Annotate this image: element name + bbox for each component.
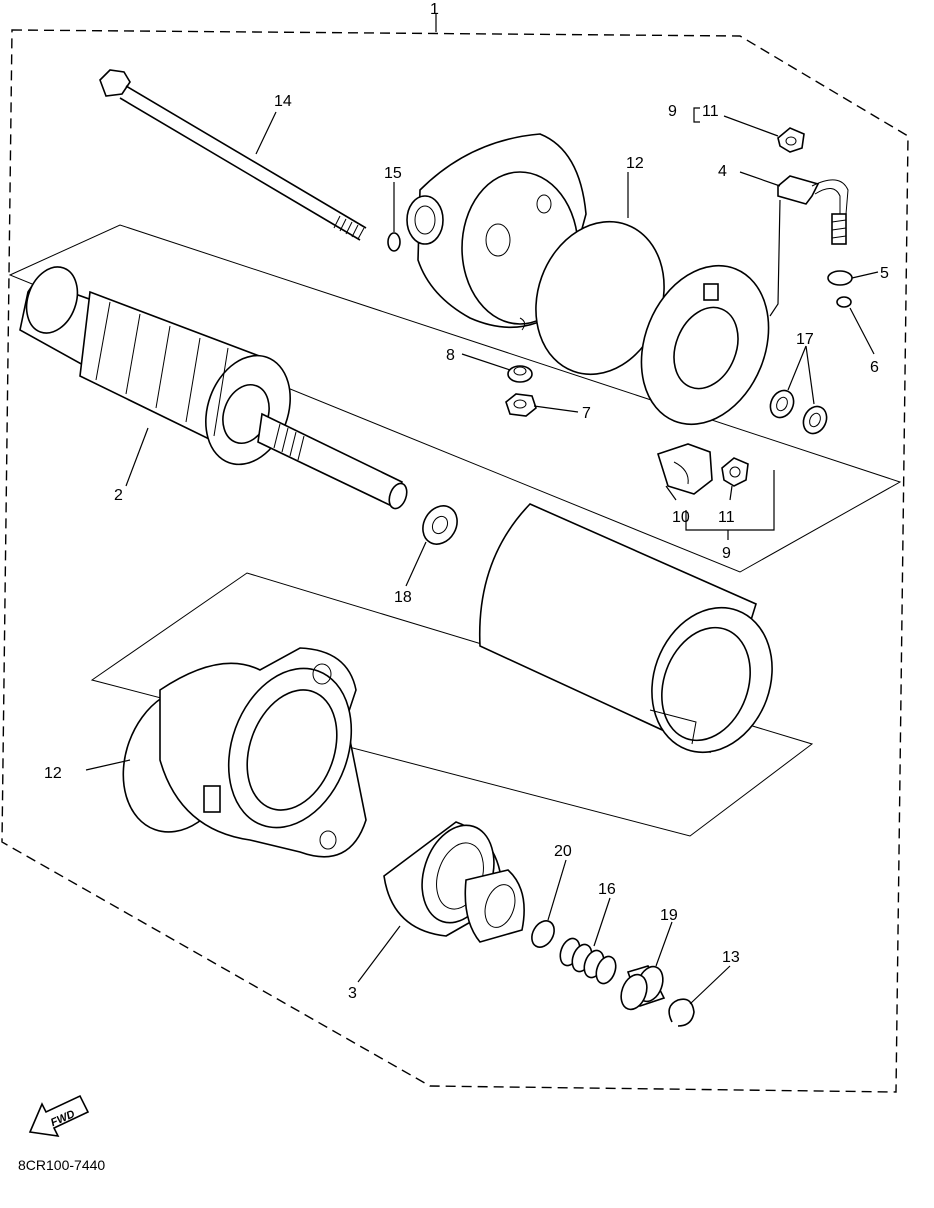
washers-17: [769, 389, 828, 435]
circlip-20: [531, 920, 555, 948]
callout-11-bottom: 11: [718, 509, 735, 526]
callout-3: 3: [348, 985, 357, 1002]
callout-13: 13: [722, 949, 740, 966]
callout-16: 16: [598, 881, 616, 898]
snap-ring-13: [668, 998, 695, 1027]
leader-lines: [85, 107, 879, 1005]
brush-10: [657, 443, 713, 495]
armature-plane: [8, 224, 902, 573]
callout-12-rear: 12: [626, 155, 644, 172]
callout-9-bottom: 9: [722, 545, 731, 562]
yoke-plane: [90, 572, 814, 837]
callout-6: 6: [870, 359, 879, 376]
assembly-boundary: [1, 29, 909, 1093]
diagram-code: 8CR100-7440: [18, 1157, 105, 1173]
callout-19: 19: [660, 907, 678, 924]
nut-11-lower: [721, 457, 749, 487]
callout-12-front: 12: [44, 765, 62, 782]
hex-nut-7: [505, 393, 537, 417]
washer-nut-8: [507, 365, 533, 383]
o-ring: [387, 232, 401, 252]
callout-9-top: 9: [668, 103, 677, 120]
screw-washer-5: [827, 270, 853, 286]
callout-14: 14: [274, 93, 292, 110]
callout-15: 15: [384, 165, 402, 182]
callout-18: 18: [394, 589, 412, 606]
callout-5: 5: [880, 265, 889, 282]
spring-16: [559, 937, 617, 985]
nut-11-upper: [777, 127, 805, 153]
callout-11-top: 11: [702, 103, 719, 120]
fwd-arrow-icon: FWD: [28, 1094, 90, 1138]
callout-4: 4: [718, 163, 727, 180]
callout-7: 7: [582, 405, 591, 422]
callout-1: 1: [430, 1, 439, 18]
callout-20: 20: [554, 843, 572, 860]
callout-2: 2: [114, 487, 123, 504]
starter-clutch: [383, 821, 525, 943]
collar-19: [620, 965, 666, 1011]
yoke: [478, 503, 773, 754]
washer-6: [836, 296, 852, 308]
callout-10: 10: [672, 509, 690, 526]
callout-8: 8: [446, 347, 455, 364]
front-cover: [159, 647, 367, 858]
brush-holder-plate: [640, 264, 770, 426]
armature: [19, 266, 408, 510]
washer-18: [422, 505, 458, 545]
through-bolt: [99, 69, 367, 241]
callout-17: 17: [796, 331, 814, 348]
brush-lead: [777, 175, 849, 245]
